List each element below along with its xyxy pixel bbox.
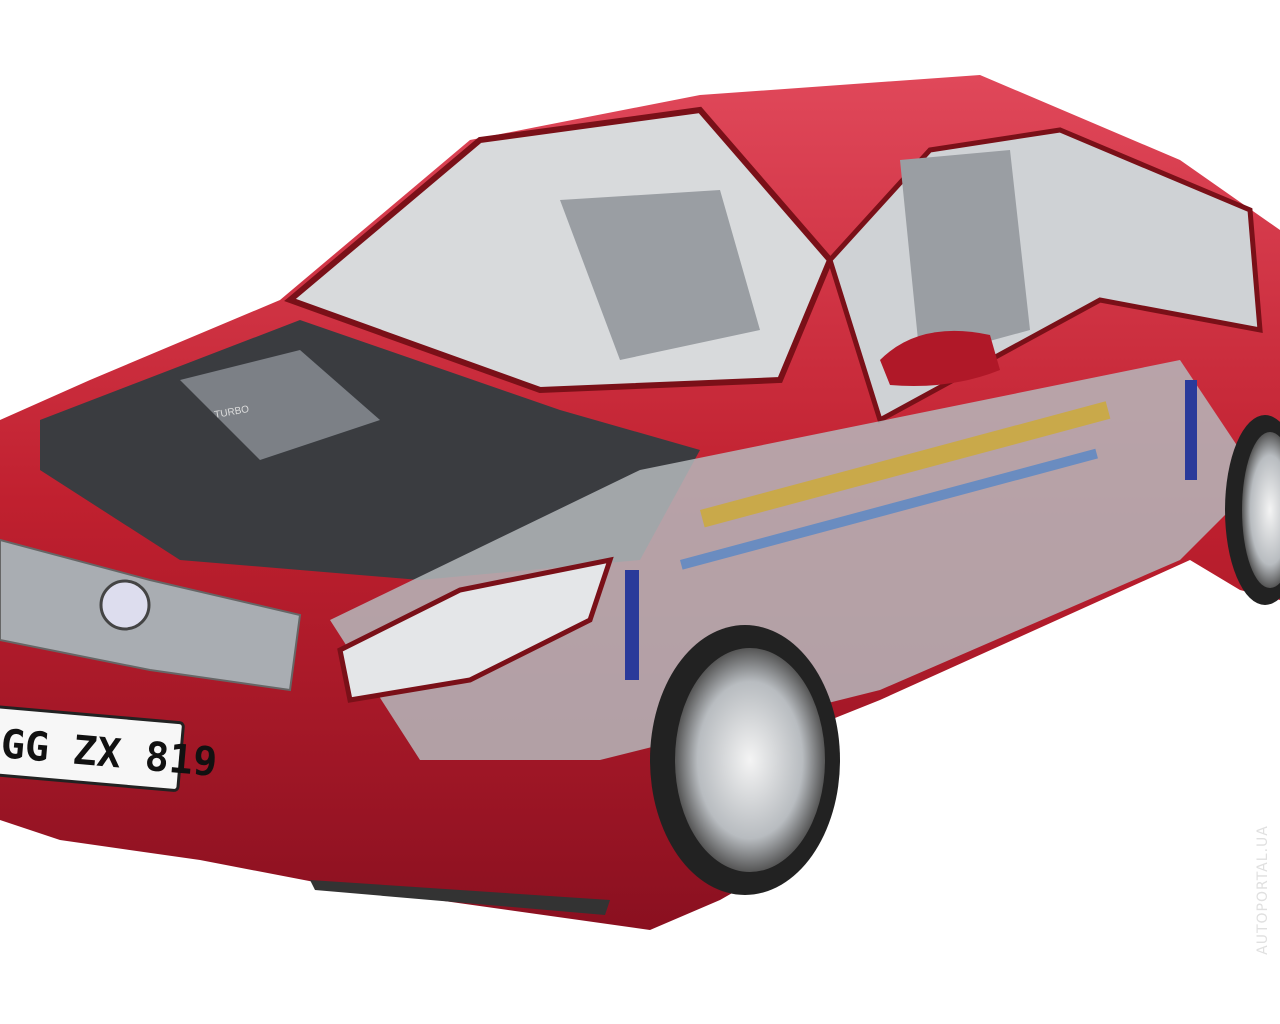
engine-cover	[180, 350, 380, 460]
drive-shaft	[679, 448, 1098, 570]
seats	[560, 150, 1030, 360]
license-plate: GG ZX 819	[0, 705, 219, 792]
chassis-cutaway	[330, 360, 1260, 760]
watermark: AUTOPORTAL.UA	[1255, 825, 1271, 955]
side-mirror	[880, 330, 1000, 386]
rear-shock	[1185, 380, 1197, 480]
front-wheel-rim	[675, 648, 825, 872]
front-shock	[625, 570, 639, 680]
headlight	[337, 556, 614, 703]
front-grille	[0, 538, 302, 692]
exhaust-pipe	[700, 401, 1111, 528]
front-splitter	[310, 880, 610, 915]
brand-logo	[99, 579, 151, 631]
rear-wheel-rim	[1242, 432, 1280, 588]
